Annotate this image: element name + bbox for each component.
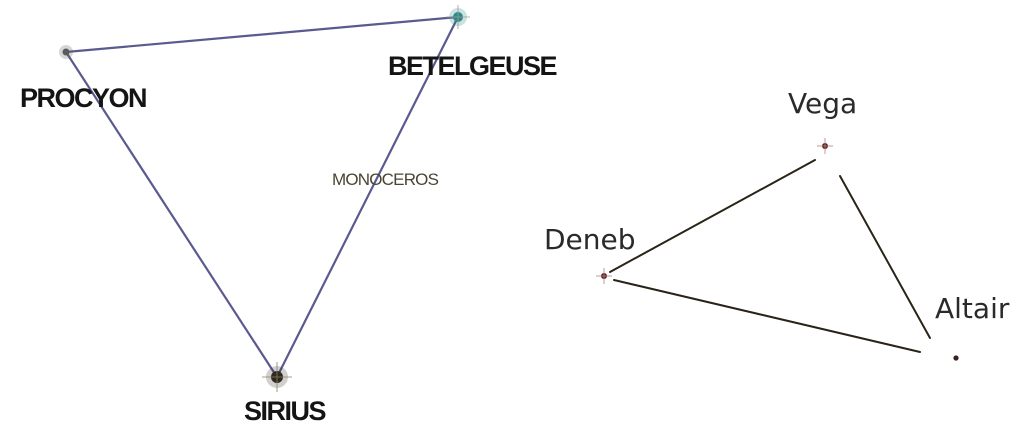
- label-vega: Vega: [788, 87, 857, 120]
- star-vega: [817, 138, 833, 154]
- summer-triangle: Vega Deneb Altair: [544, 87, 1010, 361]
- star-deneb: [596, 268, 612, 284]
- label-monoceros: MONOCEROS: [332, 170, 439, 189]
- line-vega-altair: [839, 175, 931, 339]
- star-betelgeuse: [446, 5, 470, 29]
- star-altair: [953, 355, 959, 361]
- star-procyon: [59, 45, 73, 59]
- star-sirius: [262, 362, 292, 392]
- line-betelgeuse-sirius: [275, 15, 460, 379]
- label-altair: Altair: [935, 292, 1010, 325]
- line-deneb-altair: [613, 279, 921, 353]
- label-betelgeuse: BETELGEUSE: [388, 51, 557, 81]
- line-procyon-betelgeuse: [64, 15, 460, 54]
- label-procyon: PROCYON: [20, 83, 146, 113]
- line-deneb-vega: [609, 159, 816, 273]
- label-sirius: SIRIUS: [244, 396, 326, 426]
- winter-triangle: BETELGEUSE PROCYON SIRIUS MONOCEROS: [20, 5, 558, 426]
- label-deneb: Deneb: [544, 223, 636, 256]
- line-procyon-sirius: [64, 50, 279, 379]
